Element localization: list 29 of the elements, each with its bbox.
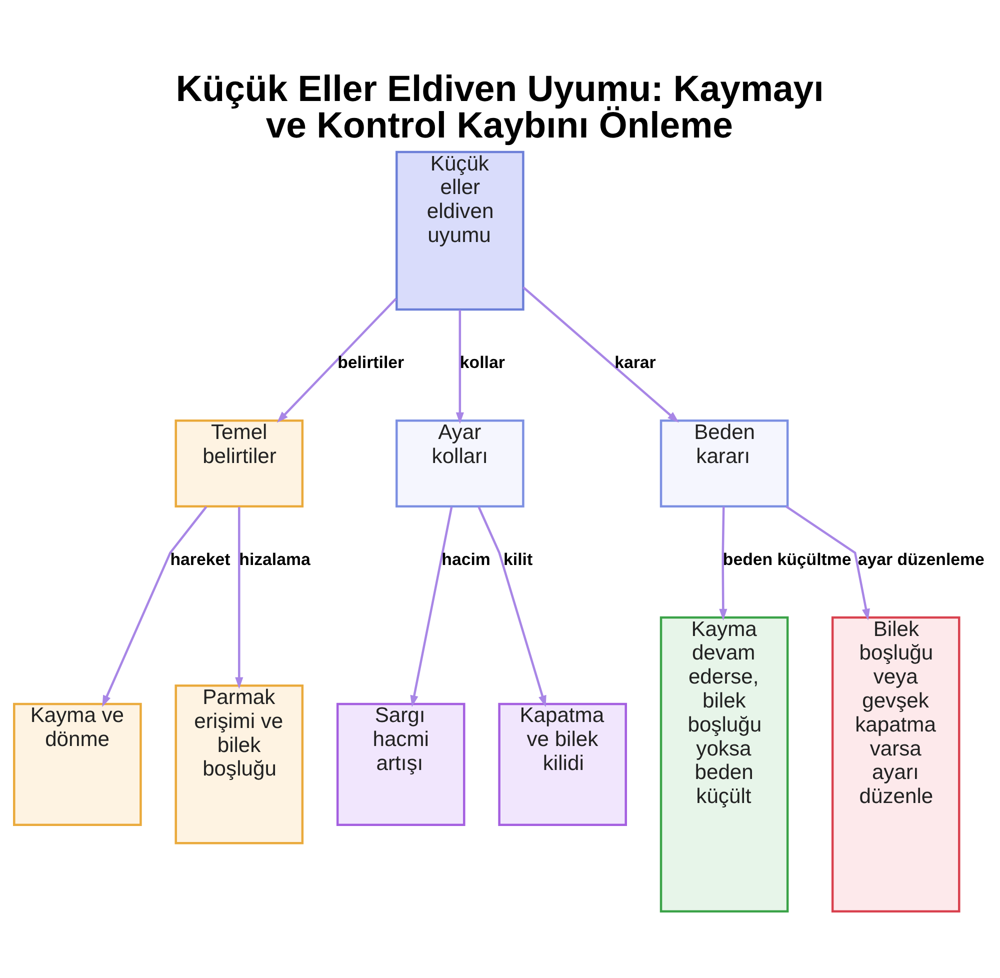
node-box: Kapatma ve bilek kilidi [498,702,627,826]
node-box: Bilek boşluğu veya gevşek kapatma varsa ayarı düzenle [831,616,960,912]
node-box: Temel belirtiler [174,418,304,507]
node-box: Beden kararı [660,418,789,507]
node-box: Küçük eller eldiven uyumu [396,150,524,310]
arrow [719,506,728,620]
arrow [410,506,453,707]
edge-label: kollar [460,352,505,372]
arrow [456,310,464,424]
edge-label: ayar düzenleme [858,549,984,568]
arrow [478,506,546,707]
arrow [102,506,208,706]
edge-label: hizalama [239,549,310,568]
edge-label: karar [614,352,656,372]
edge-label: belirtiler [338,352,404,372]
edge-label: hacim [442,549,490,568]
node-box: Parmak erişimi ve bilek boşluğu [174,684,304,844]
node-box: Ayar kolları [396,418,524,507]
edge-label: hareket [170,549,230,568]
edge-label: kilit [504,549,533,568]
diagram-title: Küçük Eller Eldiven Uyumu: Kaymayı ve Kontrol Kaybını Önleme [176,68,824,146]
arrow [786,505,870,620]
node-box: Kayma ve dönme [13,702,142,826]
node-box: Sargı hacmi artışı [336,702,466,826]
arrow [276,297,397,422]
node-box: Kayma devam ederse, bilek boşluğu yoksa beden küçült [660,616,789,912]
arrow [522,286,679,422]
arrow [235,506,244,688]
edge-label: beden küçültme [722,549,852,568]
